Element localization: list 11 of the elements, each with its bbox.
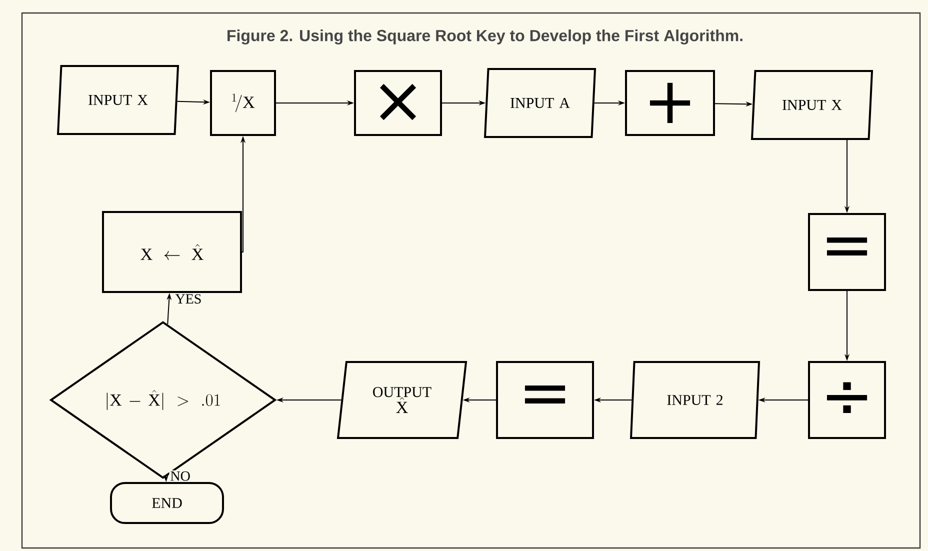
figure-title: Figure 2. Using the Square Root Key to Develop the First Algorithm. [228,30,742,44]
process-box: = [808,213,886,291]
process-box: ÷ [808,361,886,439]
process-box: + [625,70,715,136]
process-box: ${}^{1}\!/\mathrm{X}$ [210,70,276,136]
terminal-box: END [110,482,224,524]
process-box: = [496,361,594,439]
edge-label: YES [174,293,203,305]
process-box: $\mathrm{X} \leftarrow \hat{\mathrm{X}}$ [102,211,242,293]
edge-label: NO [169,470,192,482]
process-box: × [354,70,442,136]
